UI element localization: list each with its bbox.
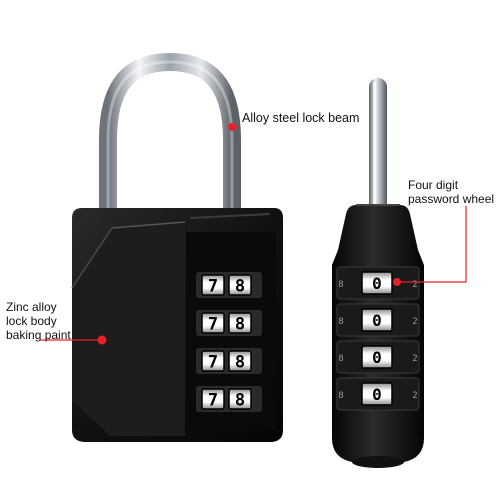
- side-wheel-4-right-digit: 2: [412, 391, 417, 401]
- side-wheel-4-left-digit: 8: [338, 391, 343, 401]
- side-wheel-3-left-digit: 8: [338, 354, 343, 364]
- side-wheel-2-right-digit: 2: [412, 317, 417, 327]
- front-wheel-2-digit-2: 8: [235, 315, 245, 335]
- front-wheel-1-digit-1: 7: [208, 277, 218, 297]
- side-wheel-3-right-digit: 2: [412, 354, 417, 364]
- wheel-callout-dot: [393, 278, 401, 286]
- callout-lock-body-line-1: Zinc alloy: [6, 300, 57, 314]
- body-callout-dot: [97, 335, 107, 345]
- callout-password-wheel: Four digit password wheel: [408, 178, 494, 206]
- callout-lock-body-line-3: baking paint: [6, 328, 71, 342]
- beam-callout-dot: [228, 123, 236, 131]
- side-wheel-1[interactable]: 0 8 2: [336, 266, 420, 300]
- front-wheel-2-digit-1: 7: [208, 315, 218, 335]
- side-wheel-2-digit: 0: [372, 311, 382, 330]
- front-wheel-4-digit-1: 7: [208, 391, 218, 411]
- wheel-callout-line: [398, 206, 467, 283]
- callout-lock-beam: Alloy steel lock beam: [242, 111, 359, 125]
- side-wheel-3-digit: 0: [372, 348, 382, 367]
- front-wheel-1-digit-2: 8: [235, 277, 245, 297]
- callout-lines: [40, 123, 467, 345]
- callout-password-wheel-line-2: password wheel: [408, 192, 495, 206]
- callout-password-wheel-line-1: Four digit: [408, 178, 459, 192]
- side-wheel-1-digit: 0: [372, 274, 382, 293]
- side-wheel-1-right-digit: 2: [412, 280, 417, 290]
- side-wheel-2[interactable]: 0 8 2: [336, 303, 420, 337]
- side-wheel-4-digit: 0: [372, 385, 382, 404]
- side-wheel-2-left-digit: 8: [338, 317, 343, 327]
- front-wheel-4-digit-2: 8: [235, 391, 245, 411]
- side-wheel-4[interactable]: 0 8 2: [336, 377, 420, 411]
- side-wheel-group: 0 8 2 0 8 2 0 8 2 0 8 2: [336, 266, 420, 411]
- front-wheel-3-digit-1: 7: [208, 353, 218, 373]
- side-padlock: 0 8 2 0 8 2 0 8 2 0 8 2: [332, 78, 424, 468]
- shackle: [99, 52, 241, 230]
- side-wheel-1-left-digit: 8: [338, 280, 343, 290]
- callout-lock-body-line-2: lock body: [6, 314, 57, 328]
- callout-lock-beam-text: Alloy steel lock beam: [242, 111, 360, 125]
- side-wheel-3[interactable]: 0 8 2: [336, 340, 420, 374]
- front-wheel-3-digit-2: 8: [235, 353, 245, 373]
- callout-lock-body: Zinc alloy lock body baking paint: [6, 300, 71, 342]
